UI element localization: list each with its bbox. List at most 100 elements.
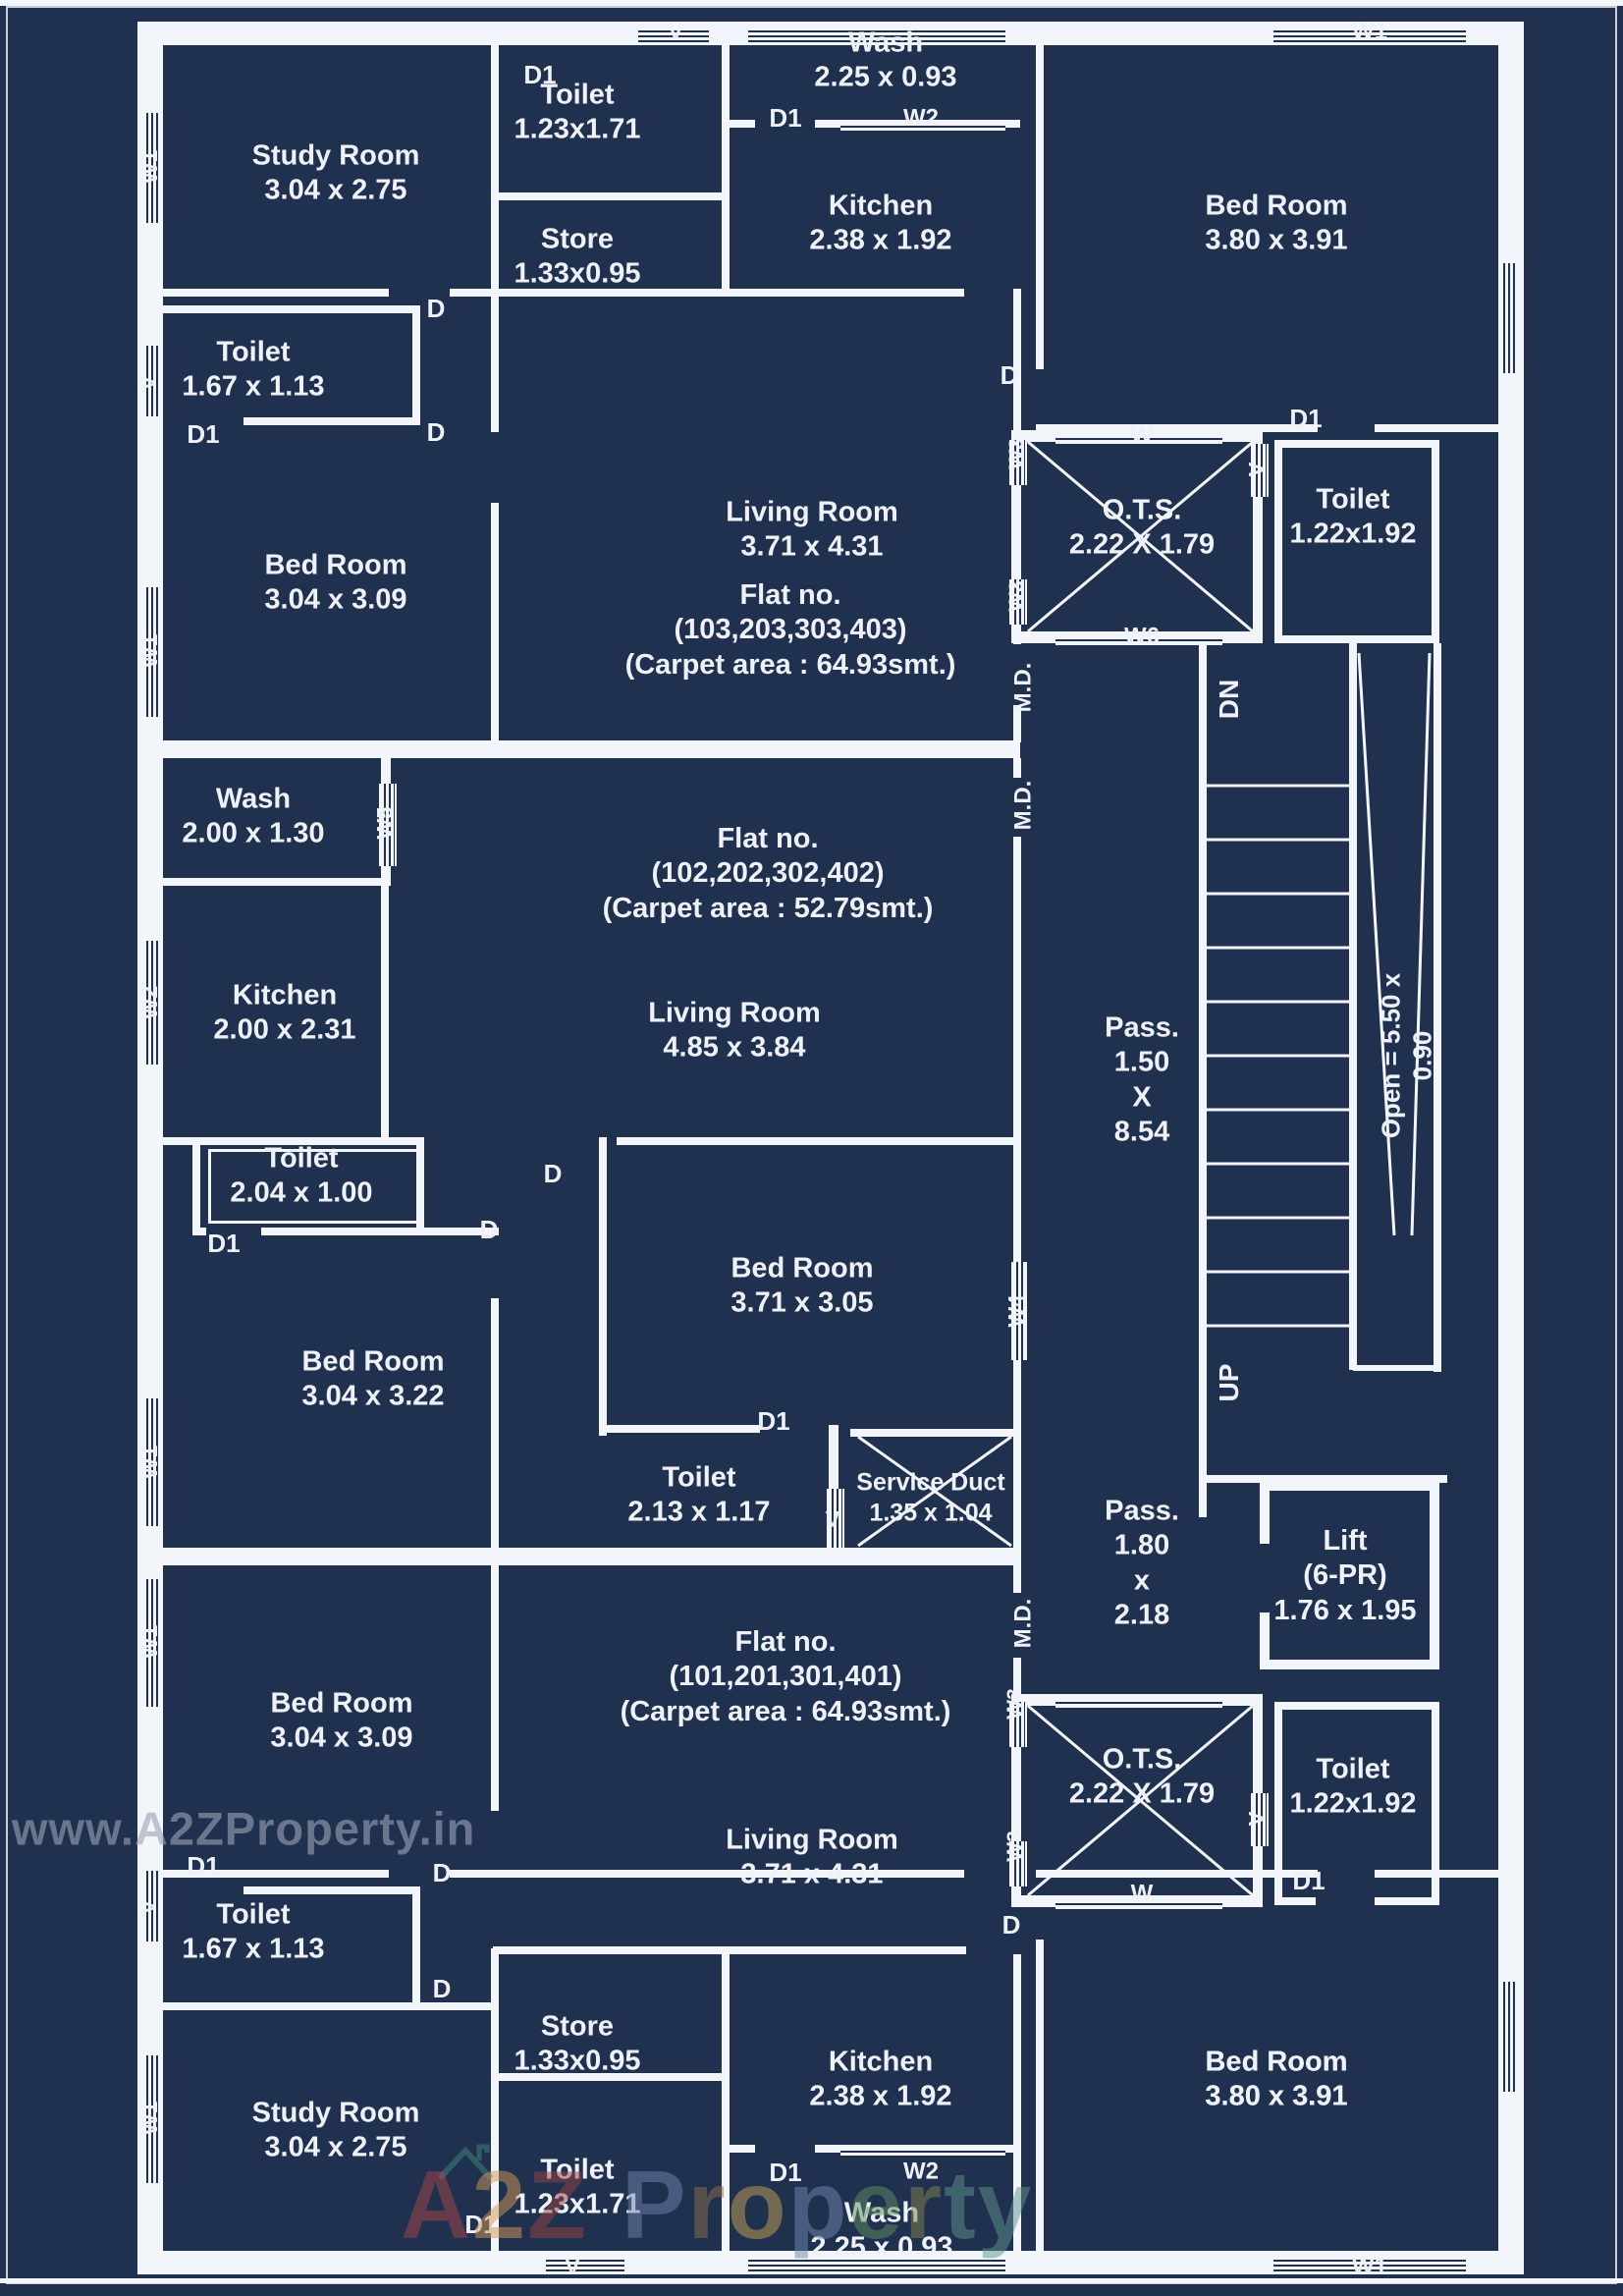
- wall-segment: [1013, 758, 1021, 778]
- window-hatch: [379, 784, 397, 866]
- wall-segment: [412, 305, 420, 425]
- wall-segment: [1274, 440, 1439, 448]
- wall-segment: [722, 120, 755, 128]
- room-label: Flat no. (102,202,302,402) (Carpet area …: [602, 822, 934, 924]
- wall-segment: [722, 1948, 730, 2253]
- wall-segment: [161, 1137, 424, 1145]
- room-label: Study Room 3.04 x 2.75: [251, 139, 420, 206]
- tag-label: W3: [1003, 1688, 1027, 1720]
- wall-segment: [1349, 643, 1357, 1370]
- wall-segment: [1036, 45, 1044, 369]
- window-hatch: [546, 2255, 624, 2274]
- tag-label: D1: [769, 103, 802, 134]
- brand-letter: o: [727, 2151, 788, 2259]
- tag-label: UP: [1213, 1363, 1244, 1402]
- wall-segment: [412, 1886, 420, 2006]
- room-label: Toilet 2.04 x 1.00: [230, 1142, 373, 1209]
- tag-label: W: [1130, 421, 1154, 449]
- tag-label: D1: [187, 1851, 220, 1882]
- room-label: Toilet 1.22x1.92: [1289, 483, 1417, 550]
- tag-label: D: [432, 1974, 452, 2004]
- wall-segment: [161, 305, 418, 313]
- wall-segment: [161, 2002, 418, 2010]
- bottom-border: [0, 2278, 1623, 2283]
- wall-segment: [491, 1565, 499, 1811]
- room-label: Lift (6-PR) 1.76 x 1.95: [1273, 1524, 1417, 1626]
- tag-label: D1: [207, 1229, 241, 1259]
- room-label: Bed Room 3.80 x 3.91: [1205, 2046, 1348, 2112]
- tag-label: W1: [135, 2101, 162, 2136]
- window-hatch: [141, 587, 163, 717]
- wall-segment: [493, 2073, 729, 2081]
- wall-segment: [491, 45, 499, 293]
- tag-label: W2: [903, 2158, 939, 2185]
- room-label: Pass. 1.80 x 2.18: [1105, 1495, 1179, 1631]
- wall-segment: [493, 192, 729, 200]
- window-hatch: [1009, 1702, 1027, 1747]
- room-label: Toilet 1.67 x 1.13: [182, 336, 325, 403]
- tag-label: W1: [135, 149, 162, 185]
- tag-label: D: [479, 1215, 499, 1245]
- wall-segment: [1260, 1660, 1439, 1669]
- brand-house-icon: [437, 2144, 494, 2181]
- tag-label: W5: [372, 806, 398, 840]
- wall-segment: [161, 878, 389, 886]
- tag-label: D: [1000, 360, 1019, 391]
- tag-label: W1: [1352, 2253, 1387, 2280]
- wall-segment: [1199, 1475, 1447, 1483]
- cad-line: [1357, 652, 1396, 1236]
- brand-letter: r: [903, 2151, 945, 2259]
- window-hatch: [748, 26, 1005, 45]
- tag-label: V: [135, 1899, 161, 1915]
- window-hatch: [141, 1579, 163, 1707]
- wall-segment: [243, 1886, 418, 1894]
- wall-segment: [243, 417, 418, 425]
- toilet-inner-outline: [208, 1149, 422, 1224]
- wall-segment: [599, 1425, 760, 1433]
- wall-segment: [450, 289, 964, 297]
- brand-letter: e: [848, 2151, 904, 2259]
- tag-label: Open = 5.50 x 0.90: [1376, 972, 1436, 1139]
- brand-letter: y: [977, 2151, 1034, 2259]
- room-label: Wash 2.25 x 0.93: [810, 2197, 953, 2264]
- tag-label: D1: [1292, 1866, 1325, 1896]
- tag-label: D1: [187, 419, 220, 450]
- window-hatch: [1009, 440, 1027, 485]
- brand-letter: A: [401, 2151, 472, 2259]
- window-hatch: [141, 1398, 163, 1526]
- window-hatch: [748, 2255, 1005, 2274]
- room-label: Wash 2.00 x 1.30: [182, 783, 325, 849]
- window-hatch: [141, 113, 163, 223]
- tag-label: M.D.: [1009, 662, 1037, 713]
- wall-segment: [493, 1946, 966, 1954]
- tag-label: V: [1244, 1811, 1270, 1827]
- window-hatch: [1273, 2255, 1466, 2274]
- tag-label: M.D.: [1009, 1598, 1037, 1649]
- wall-segment: [1274, 440, 1282, 643]
- window-hatch: [1009, 579, 1027, 625]
- tag-label: W2: [903, 104, 939, 132]
- room-label: Kitchen 2.38 x 1.92: [809, 2046, 952, 2112]
- wall-segment: [450, 1870, 964, 1878]
- window-hatch: [1498, 1982, 1520, 2092]
- wall-segment: [137, 740, 1020, 758]
- watermark-url: www.A2ZProperty.in: [12, 1802, 476, 1855]
- room-label: Living Room 3.71 x 4.31: [726, 1824, 898, 1890]
- wall-segment: [1430, 1481, 1439, 1669]
- room-label: Toilet 1.23x1.71: [514, 2154, 641, 2220]
- room-label: Bed Room 3.04 x 3.22: [301, 1345, 445, 1412]
- window-hatch: [1009, 1841, 1027, 1886]
- room-label: Bed Room 3.80 x 3.91: [1205, 190, 1348, 256]
- wall-segment: [599, 1137, 607, 1436]
- room-label: Kitchen 2.38 x 1.92: [809, 190, 952, 256]
- wall-segment: [1013, 1550, 1021, 1593]
- wall-segment: [161, 289, 389, 297]
- tag-label: W4: [1003, 1294, 1029, 1328]
- wall-segment: [1036, 1940, 1044, 2253]
- wall-segment: [1274, 635, 1439, 643]
- room-label: Toilet 2.13 x 1.17: [627, 1461, 771, 1528]
- window-hatch: [840, 121, 1005, 131]
- brand-letter: t: [944, 2151, 978, 2259]
- window-hatch: [141, 346, 163, 416]
